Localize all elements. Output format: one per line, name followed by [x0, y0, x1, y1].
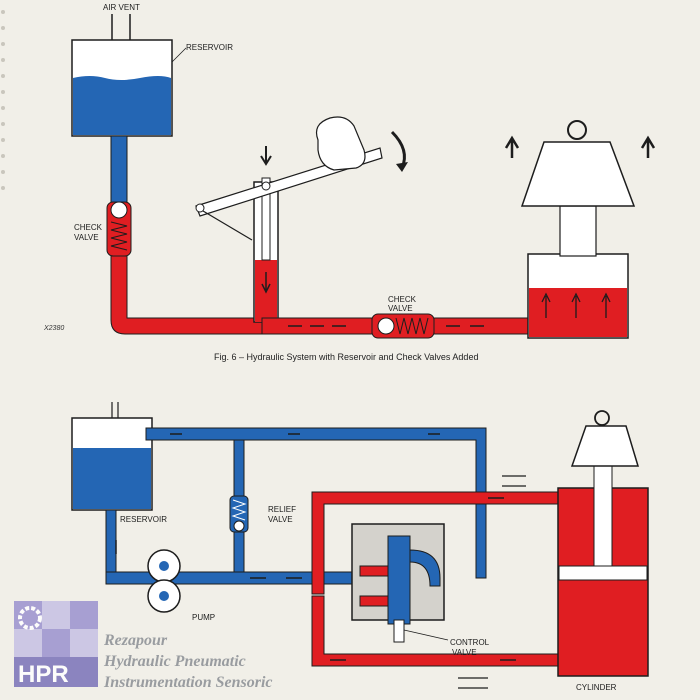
relief-valve-label-1: RELIEF [268, 505, 296, 514]
control-valve-port-red-bottom [359, 595, 389, 607]
suction-pipe-red [110, 255, 263, 335]
control-valve-label-2: VALVE [452, 648, 477, 657]
check-valve-bottom-label-1: CHECK [388, 295, 417, 304]
pump-label: PUMP [192, 613, 215, 622]
load-ring [567, 120, 587, 140]
pump-flow-arrow-down [261, 272, 271, 294]
binding-holes [1, 10, 5, 190]
figure-code: X2380 [43, 325, 64, 332]
reservoir-outlet-pipe [110, 135, 128, 205]
control-valve-port-red-top [359, 565, 389, 577]
logo-monogram: HPR [18, 661, 69, 688]
pressure-arrows [330, 497, 516, 661]
control-valve-label-1: CONTROL [450, 638, 490, 647]
pump-lever-link [197, 207, 253, 241]
work-cylinder-load-ring [594, 410, 610, 426]
bottom-reservoir-vent [111, 402, 119, 418]
hand-icon [315, 116, 366, 171]
hand-pump-piston-rod [261, 177, 271, 261]
control-valve-spool [387, 535, 411, 625]
logo-tile-4 [14, 629, 42, 657]
relief-valve-ball [233, 520, 245, 532]
check-valve-bottom-ball [377, 317, 395, 335]
check-valve-left-label-1: CHECK [74, 223, 103, 232]
lift-ram [559, 205, 597, 257]
lever-joint [261, 181, 271, 191]
relief-valve-label-2: VALVE [268, 515, 293, 524]
reservoir-down-pipe [105, 509, 117, 581]
work-cylinder-rod [593, 461, 613, 567]
control-valve-leader [403, 629, 449, 641]
reservoir-leader [171, 47, 187, 63]
relief-valve-spring [231, 499, 247, 521]
up-arrow-left-icon [504, 135, 520, 158]
watermark-logo: HPR Rezapour Hydraulic Pneumatic Instrum… [14, 601, 273, 691]
check-valve-left-ball [110, 201, 128, 219]
double-arrow-bottom [458, 677, 488, 689]
air-vent-label: AIR VENT [103, 3, 140, 12]
figure-caption: Fig. 6 – Hydraulic System with Reservoir… [214, 352, 478, 362]
check-valve-bottom-label-2: VALVE [388, 304, 413, 313]
rotation-arrow-icon [390, 130, 406, 169]
bottom-reservoir-label: RESERVOIR [120, 515, 167, 524]
double-arrow-top [502, 475, 526, 487]
lift-cylinder-fluid [529, 288, 627, 337]
gear-icon [18, 606, 42, 630]
load-weight [520, 141, 636, 207]
logo-tile-6 [70, 629, 98, 657]
cylinder-label: CYLINDER [576, 683, 617, 692]
control-valve-stem [393, 619, 405, 643]
reservoir-fluid [73, 76, 171, 135]
check-valve-left-label-2: VALVE [74, 233, 99, 242]
logo-tile-3 [70, 601, 98, 629]
top-diagram: AIR VENT RESERVOIR CHECK VALVE [43, 3, 656, 339]
reservoir-label: RESERVOIR [186, 43, 233, 52]
return-line-top [145, 427, 487, 579]
up-arrow-right-icon [640, 135, 656, 158]
logo-line-2: Hydraulic Pneumatic [103, 653, 246, 670]
suction-arrows [115, 540, 302, 579]
air-vent-pipe [111, 14, 131, 40]
logo-monogram-bg [14, 657, 98, 687]
logo-tile-5 [42, 629, 70, 657]
logo-line-1: Rezapour [103, 632, 168, 649]
bottom-diagram: RESERVOIR RELIEF VALVE PUMP [71, 402, 649, 692]
bottom-reservoir-fluid [73, 448, 151, 509]
check-valve-bottom-spring [395, 317, 429, 335]
control-valve-passage [409, 549, 441, 587]
pump-down-arrow [260, 146, 272, 166]
logo-line-3: Instrumentation Sensoric [103, 674, 273, 691]
logo-tile-2 [42, 601, 70, 629]
work-cylinder-piston [558, 565, 648, 581]
lever-pivot [195, 203, 205, 213]
lift-arrows [541, 292, 611, 318]
check-valve-left-spring [110, 221, 128, 251]
work-cylinder-load [570, 425, 640, 467]
